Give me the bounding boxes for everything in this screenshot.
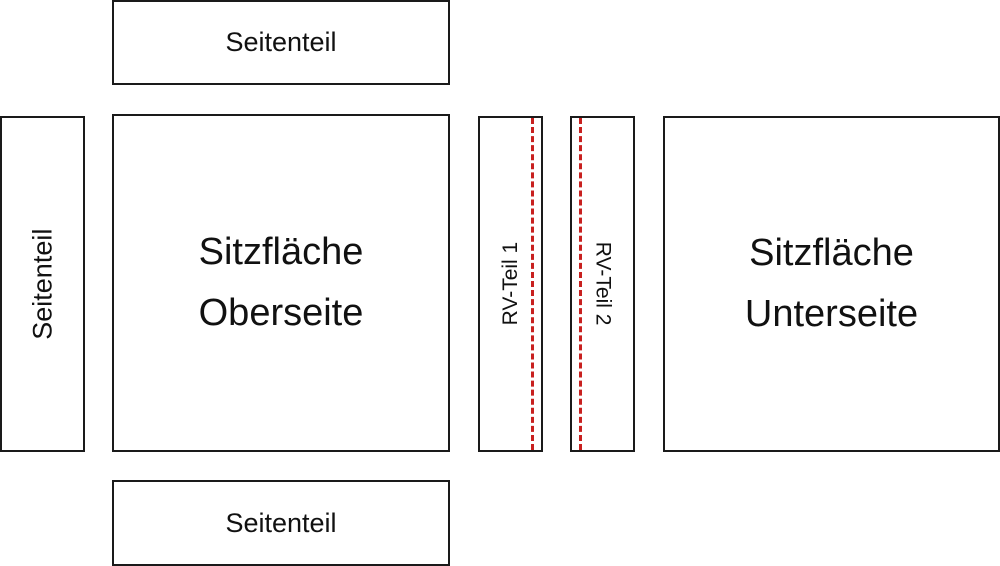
seam-line-dashed bbox=[579, 118, 582, 450]
side-panel-top: Seitenteil bbox=[112, 0, 450, 85]
seat-bottom-label-line1: Sitzfläche bbox=[749, 232, 914, 275]
side-panel-top-label: Seitenteil bbox=[225, 27, 337, 58]
seat-bottom-panel: Sitzfläche Unterseite bbox=[663, 116, 1000, 452]
zipper-strip-part-2-label: RV-Teil 2 bbox=[591, 242, 615, 326]
seat-bottom-label-line2: Unterseite bbox=[744, 293, 919, 335]
seat-bottom-label: Sitzfläche Unterseite bbox=[745, 223, 918, 345]
side-panel-left: Seitenteil bbox=[0, 116, 85, 452]
zipper-strip-part-1: RV-Teil 1 bbox=[478, 116, 543, 452]
seat-top-label-line1: Sitzfläche bbox=[198, 231, 364, 274]
side-panel-bottom: Seitenteil bbox=[112, 480, 450, 566]
zipper-strip-part-2: RV-Teil 2 bbox=[570, 116, 635, 452]
seat-top-label: Sitzfläche Oberseite bbox=[199, 222, 364, 344]
side-panel-left-label: Seitenteil bbox=[27, 228, 58, 340]
side-panel-bottom-label: Seitenteil bbox=[225, 507, 337, 538]
seam-line-dashed bbox=[531, 118, 534, 450]
seat-top-label-line2: Oberseite bbox=[198, 292, 364, 334]
seat-top-panel: Sitzfläche Oberseite bbox=[112, 114, 450, 452]
zipper-strip-part-1-label: RV-Teil 1 bbox=[498, 242, 522, 326]
